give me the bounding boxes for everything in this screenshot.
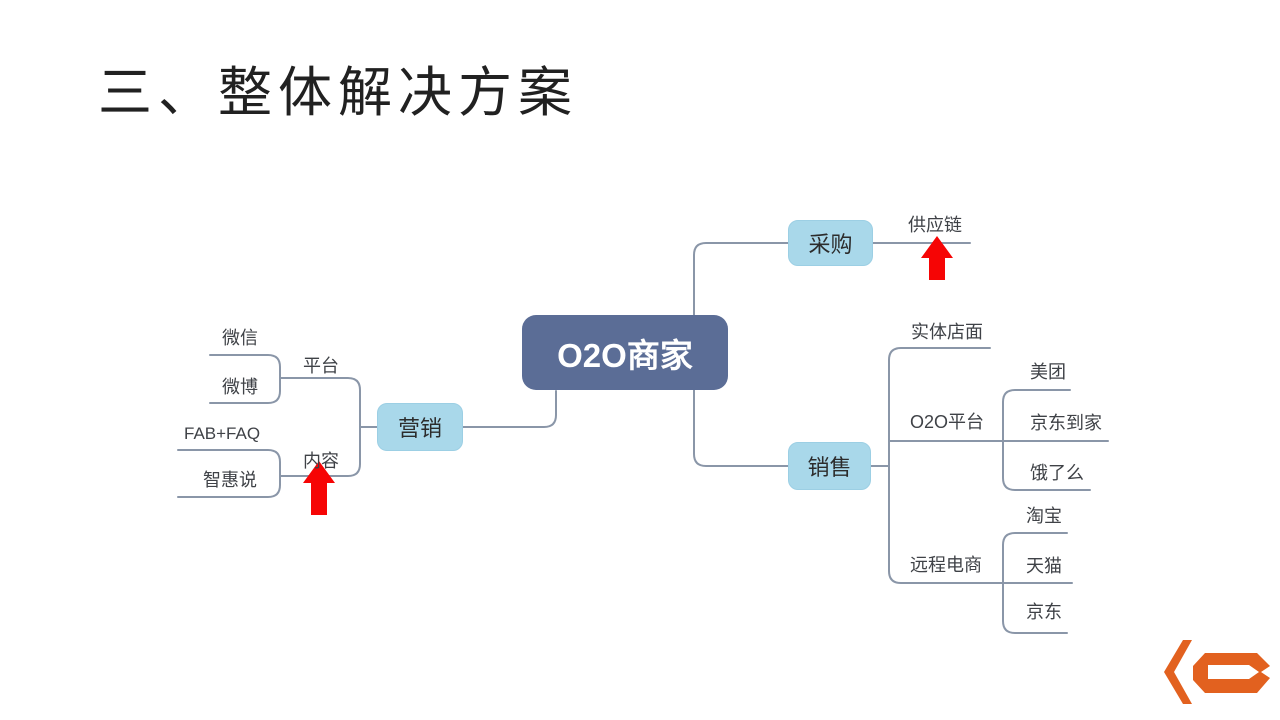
connector-root-to-procurement	[693, 242, 789, 317]
leaf-wechat: 微信	[222, 328, 258, 348]
leaf-tmall: 天猫	[1026, 556, 1062, 576]
logo-chevron-icon	[1164, 640, 1192, 704]
mindmap-node-root: O2O商家	[522, 315, 728, 390]
node-sales-label: 销售	[807, 455, 852, 480]
brand-logo-icon	[1164, 640, 1270, 704]
connector-lines	[177, 242, 1109, 634]
red-up-arrow-content-icon	[303, 461, 335, 515]
branch-physical-store: 实体店面	[911, 322, 983, 342]
connector-marketing-to-root	[462, 390, 557, 428]
connector-fab-zhihuishuo-bracket	[177, 449, 281, 498]
node-marketing-label: 营销	[397, 416, 442, 441]
leaf-taobao: 淘宝	[1026, 506, 1062, 526]
connector-taobao-jd-bracket	[1002, 532, 1068, 634]
node-root-label: O2O商家	[557, 336, 693, 374]
connector-root-to-sales	[693, 388, 789, 467]
slide-title: 三、整体解决方案	[98, 63, 578, 123]
leaf-supply-chain: 供应链	[908, 215, 962, 235]
leaf-weibo: 微博	[222, 377, 258, 397]
leaf-jd: 京东	[1026, 602, 1062, 622]
connector-meituan-eleme-bracket	[1002, 389, 1091, 491]
leaf-fab-faq: FAB+FAQ	[184, 424, 261, 443]
logo-ring-icon	[1193, 653, 1270, 693]
branch-remote-ecommerce: 远程电商	[910, 555, 982, 575]
mindmap-node-sales: 销售	[788, 442, 871, 490]
mindmap-node-marketing: 营销	[377, 403, 463, 451]
leaf-meituan: 美团	[1030, 362, 1066, 382]
red-up-arrow-supply-chain-icon	[921, 236, 953, 280]
leaf-eleme: 饿了么	[1030, 463, 1084, 483]
connector-sales-bracket	[888, 347, 1073, 584]
branch-platform: 平台	[303, 356, 339, 376]
leaf-zhihuishuo: 智惠说	[203, 470, 257, 490]
leaf-jd-daojia: 京东到家	[1030, 413, 1102, 433]
node-procurement-label: 采购	[808, 232, 853, 257]
mindmap-node-procurement: 采购	[788, 220, 873, 266]
branch-content: 内容	[303, 451, 339, 471]
branch-o2o-platform: O2O平台	[910, 412, 985, 432]
